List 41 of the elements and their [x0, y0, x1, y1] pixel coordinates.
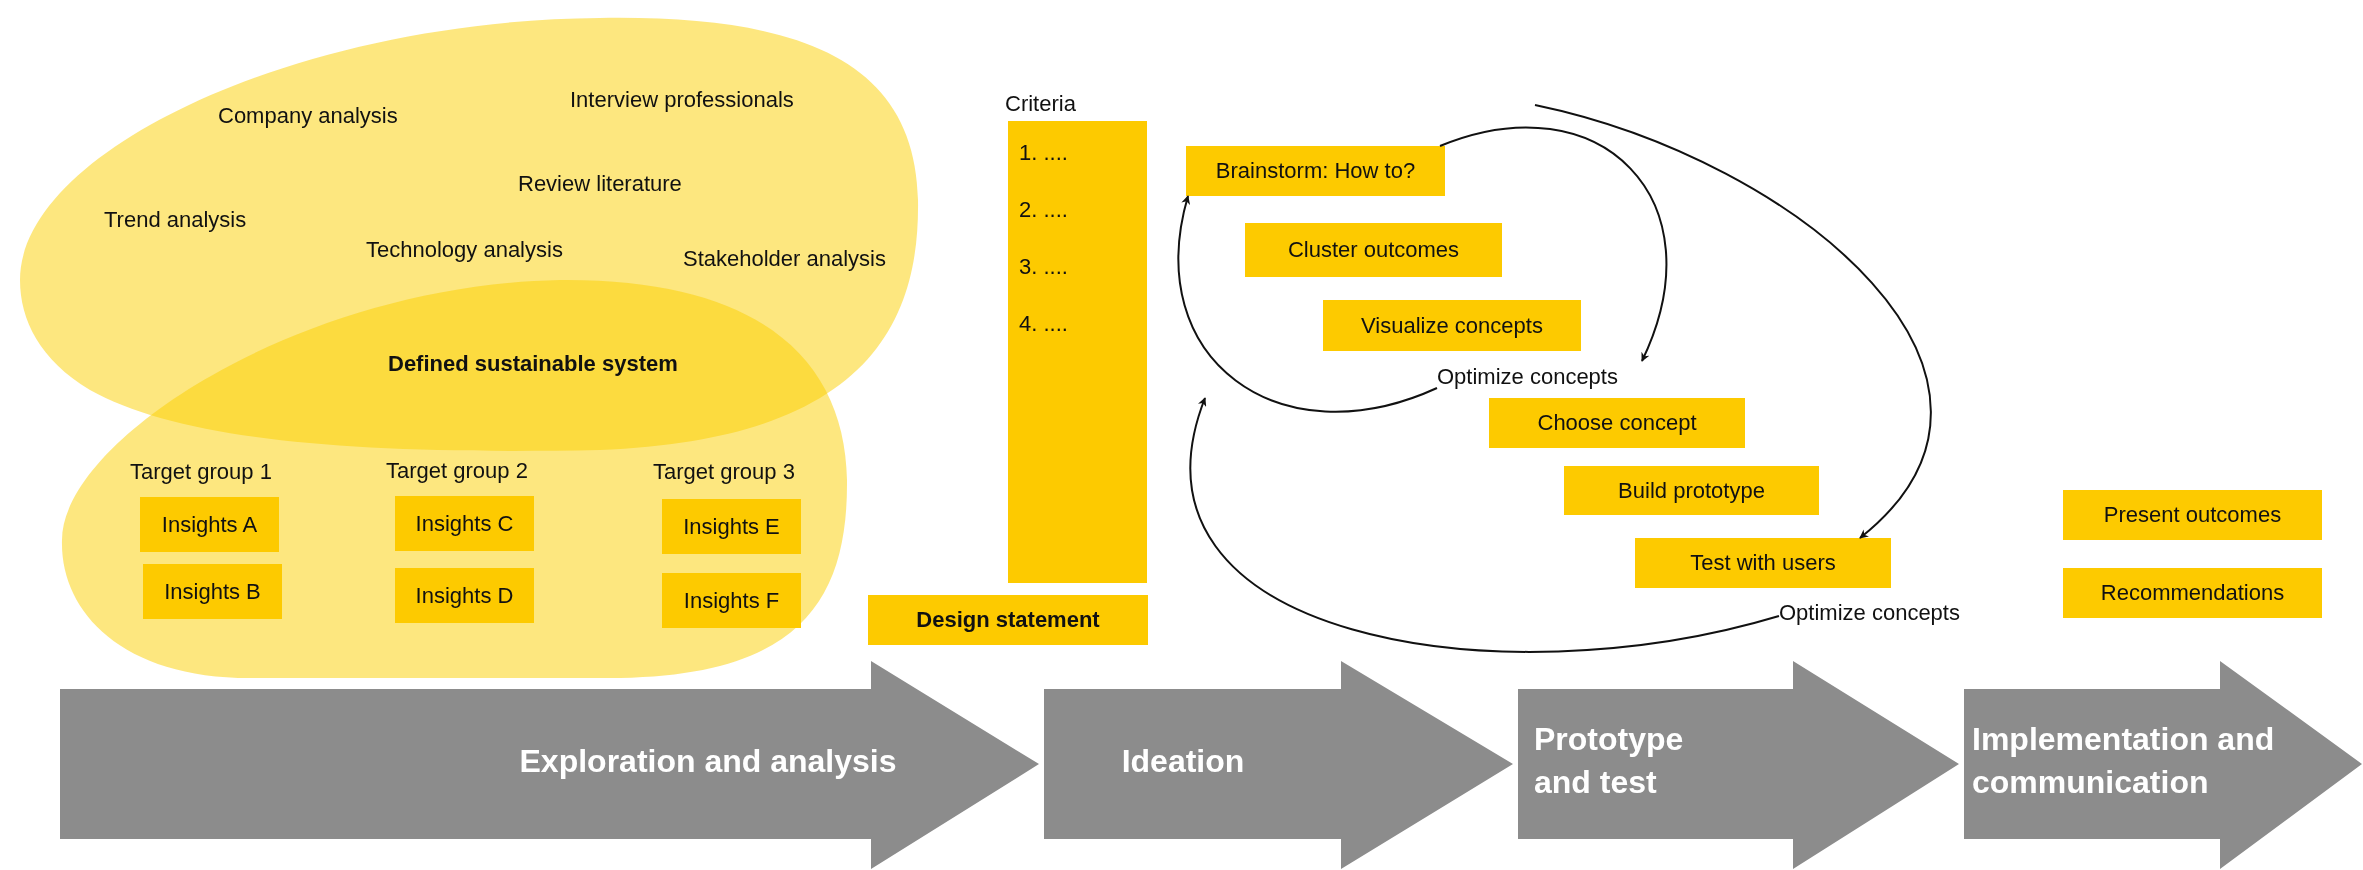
step-card: Brainstorm: How to?	[1186, 146, 1445, 196]
step-card: Insights A	[140, 497, 279, 552]
analysis-label: Technology analysis	[366, 237, 563, 263]
step-card: Test with users	[1635, 538, 1891, 588]
step-card: Present outcomes	[2063, 490, 2322, 540]
step-card: Visualize concepts	[1323, 300, 1581, 351]
phase-banner: Exploration and analysis	[60, 660, 1040, 870]
step-label: Optimize concepts	[1779, 598, 1984, 628]
step-card: Insights D	[395, 568, 534, 623]
list-item: 2. ....	[1019, 197, 1068, 223]
list-item: 3. ....	[1019, 254, 1068, 280]
step-card: Choose concept	[1489, 398, 1745, 448]
group-label: Target group 2	[386, 458, 528, 484]
curved-arrow	[1534, 104, 1932, 539]
curved-arrow	[1177, 195, 1438, 413]
list-item: 4. ....	[1019, 311, 1068, 337]
criteria-heading: Criteria	[1005, 91, 1076, 117]
step-card: Cluster outcomes	[1245, 223, 1502, 277]
curved-arrow	[1439, 126, 1667, 362]
step-card: Recommendations	[2063, 568, 2322, 618]
area-heading: Defined sustainable system	[388, 351, 678, 377]
curved-arrow	[1190, 397, 1780, 653]
analysis-label: Company analysis	[218, 103, 398, 129]
step-card: Build prototype	[1564, 466, 1819, 515]
analysis-label: Stakeholder analysis	[683, 246, 886, 272]
step-card: Insights C	[395, 496, 534, 551]
analysis-label: Trend analysis	[104, 207, 247, 233]
highlight-area	[60, 278, 850, 680]
analysis-label: Interview professionals	[570, 87, 794, 113]
group-label: Target group 1	[130, 459, 272, 485]
group-label: Target group 3	[653, 459, 795, 485]
step-card: Insights E	[662, 499, 801, 554]
phase-banner: Ideation	[1044, 660, 1514, 870]
phase-banner: Implementation and communication	[1964, 660, 2363, 870]
step-card: Insights B	[143, 564, 282, 619]
step-card: Insights F	[662, 573, 801, 628]
step-label: Optimize concepts	[1437, 362, 1642, 392]
list-item: 1. ....	[1019, 140, 1068, 166]
phase-banner: Prototype and test	[1518, 660, 1960, 870]
analysis-label: Review literature	[518, 171, 682, 197]
step-card: Design statement	[868, 595, 1148, 645]
